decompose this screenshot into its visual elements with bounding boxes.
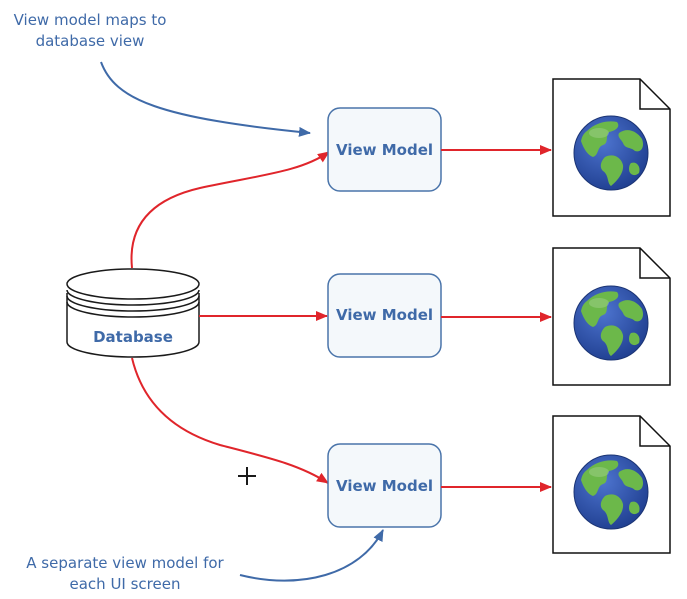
database-label: Database (93, 328, 173, 346)
globe-icon (573, 115, 649, 191)
annotation-bottom-line1: A separate view model for (26, 554, 224, 572)
document-1 (552, 78, 671, 217)
view-model-box-1: View Model (327, 107, 442, 192)
annotation-top-arrow (100, 61, 311, 137)
globe-icon (573, 285, 649, 361)
document-2 (552, 247, 671, 386)
document-3 (552, 415, 671, 554)
view-model-box-3: View Model (327, 443, 442, 528)
annotation-top-line1: View model maps to (14, 11, 167, 29)
arrow-db-to-vm-3 (131, 357, 329, 484)
annotation-bottom-arrow (239, 529, 384, 582)
database-cylinder: Database (66, 268, 200, 358)
crosshair-cursor-icon (238, 467, 256, 485)
annotation-bottom-line2: each UI screen (70, 575, 181, 593)
view-model-label-3: View Model (336, 477, 433, 495)
arrow-db-to-vm-1 (130, 151, 330, 269)
view-model-label-2: View Model (336, 306, 433, 324)
annotation-top-line2: database view (36, 32, 145, 50)
globe-icon (573, 454, 649, 530)
view-model-box-2: View Model (327, 273, 442, 358)
view-model-label-1: View Model (336, 141, 433, 159)
